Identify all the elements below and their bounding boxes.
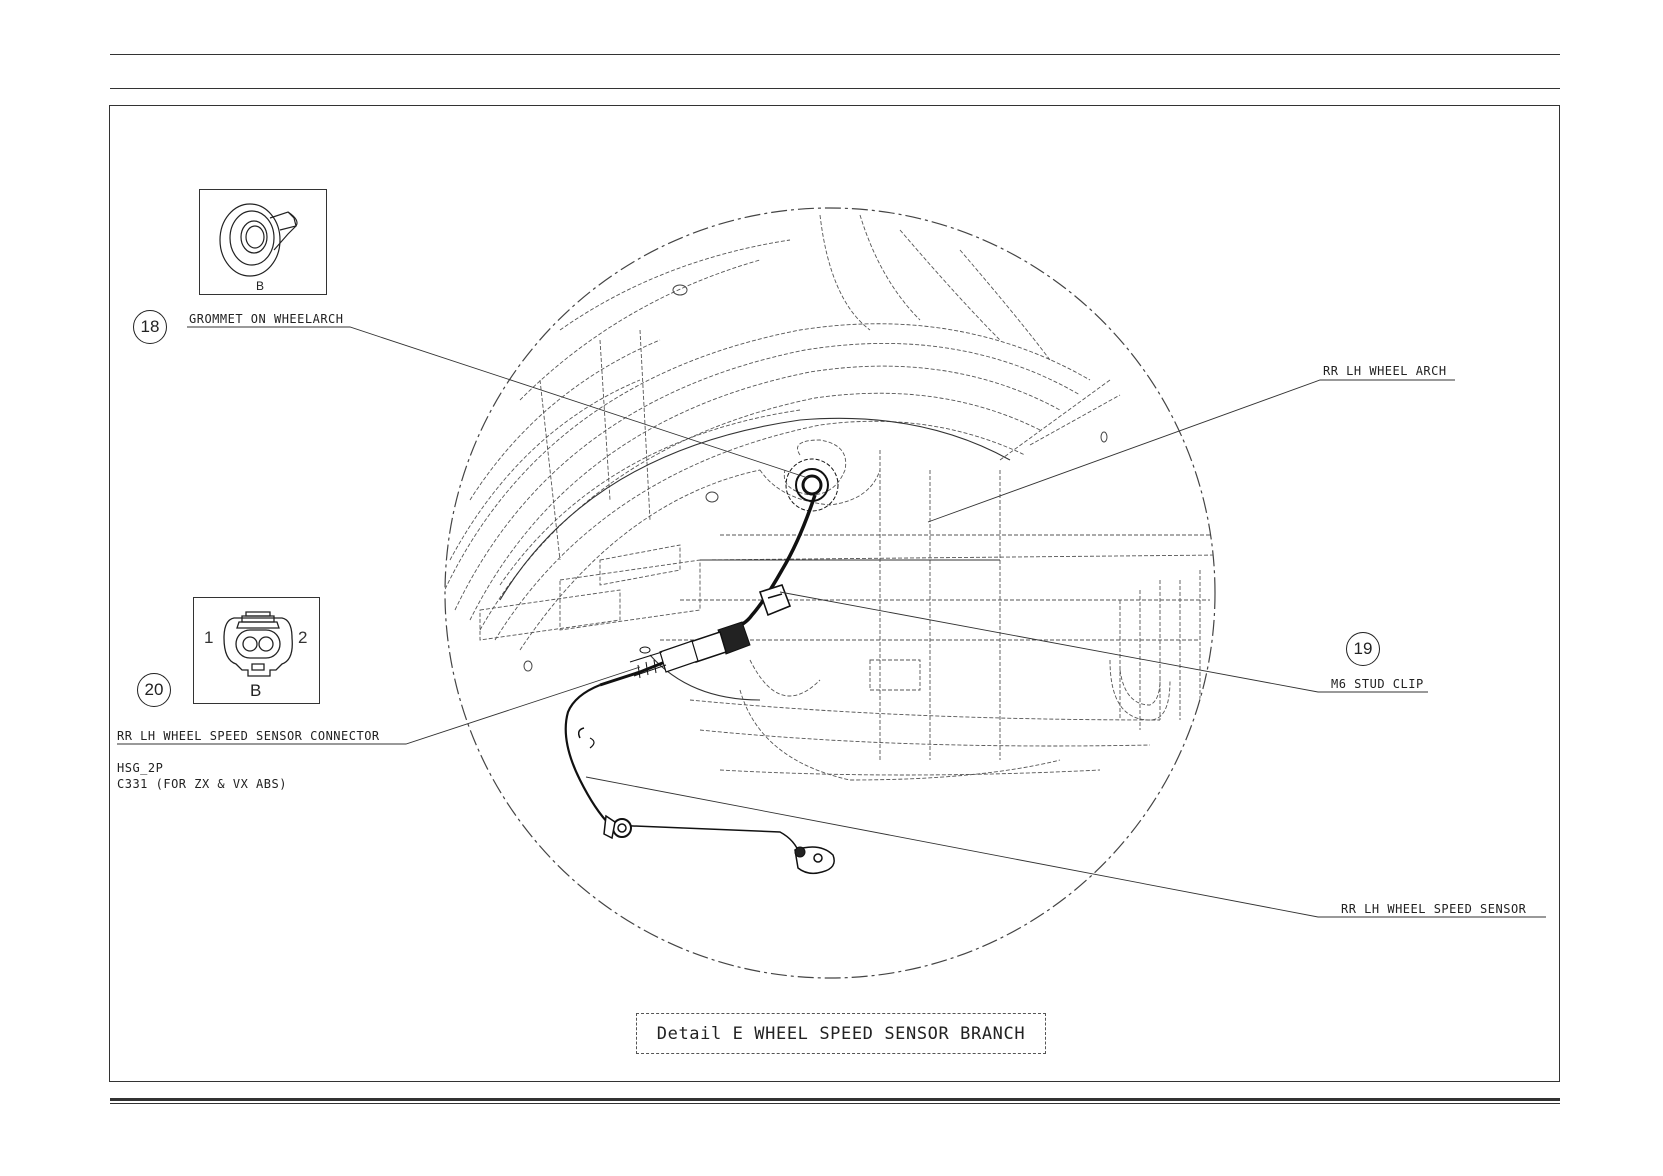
pin-2-label: 2 <box>298 628 308 647</box>
wheel-arch-structure <box>445 214 1215 781</box>
sensor-connector <box>629 621 751 679</box>
harness-cable <box>564 494 817 856</box>
grommet-icon <box>219 203 298 277</box>
connector-inset-view: 1 2 B <box>193 597 320 704</box>
detail-caption: Detail E WHEEL SPEED SENSOR BRANCH <box>636 1013 1046 1054</box>
callout-balloon-19: 19 <box>1346 632 1380 666</box>
header-rule <box>110 88 1560 89</box>
callout-balloon-18: 18 <box>133 310 167 344</box>
leader-lines <box>117 326 1546 918</box>
label-rr-lh-wheel-arch: RR LH WHEEL ARCH <box>1323 364 1447 378</box>
connector-face-icon <box>223 611 293 677</box>
connector-housing-note: HSG_2P <box>117 761 164 775</box>
wheel-speed-sensor <box>577 727 835 875</box>
grommet-view-letter: B <box>256 279 265 293</box>
top-rule <box>110 54 1560 55</box>
detail-circle <box>444 207 1216 979</box>
label-rr-lh-wheel-speed-sensor: RR LH WHEEL SPEED SENSOR <box>1341 902 1527 916</box>
m6-stud-clip <box>758 584 792 617</box>
mounting-holes <box>523 284 1108 672</box>
grommet-inset-view: B <box>199 189 327 295</box>
connector-view-letter: B <box>250 681 262 700</box>
label-m6-stud-clip: M6 STUD CLIP <box>1331 677 1424 691</box>
bottom-rule-thick <box>110 1098 1560 1101</box>
label-grommet-on-wheelarch: GROMMET ON WHEELARCH <box>189 312 344 326</box>
connector-id-note: C331 (FOR ZX & VX ABS) <box>117 777 287 791</box>
callout-balloon-20: 20 <box>137 673 171 707</box>
pin-1-label: 1 <box>204 628 214 647</box>
bottom-rule-thin <box>110 1103 1560 1104</box>
label-sensor-connector: RR LH WHEEL SPEED SENSOR CONNECTOR <box>117 729 380 743</box>
drawing-frame <box>109 105 1560 1082</box>
